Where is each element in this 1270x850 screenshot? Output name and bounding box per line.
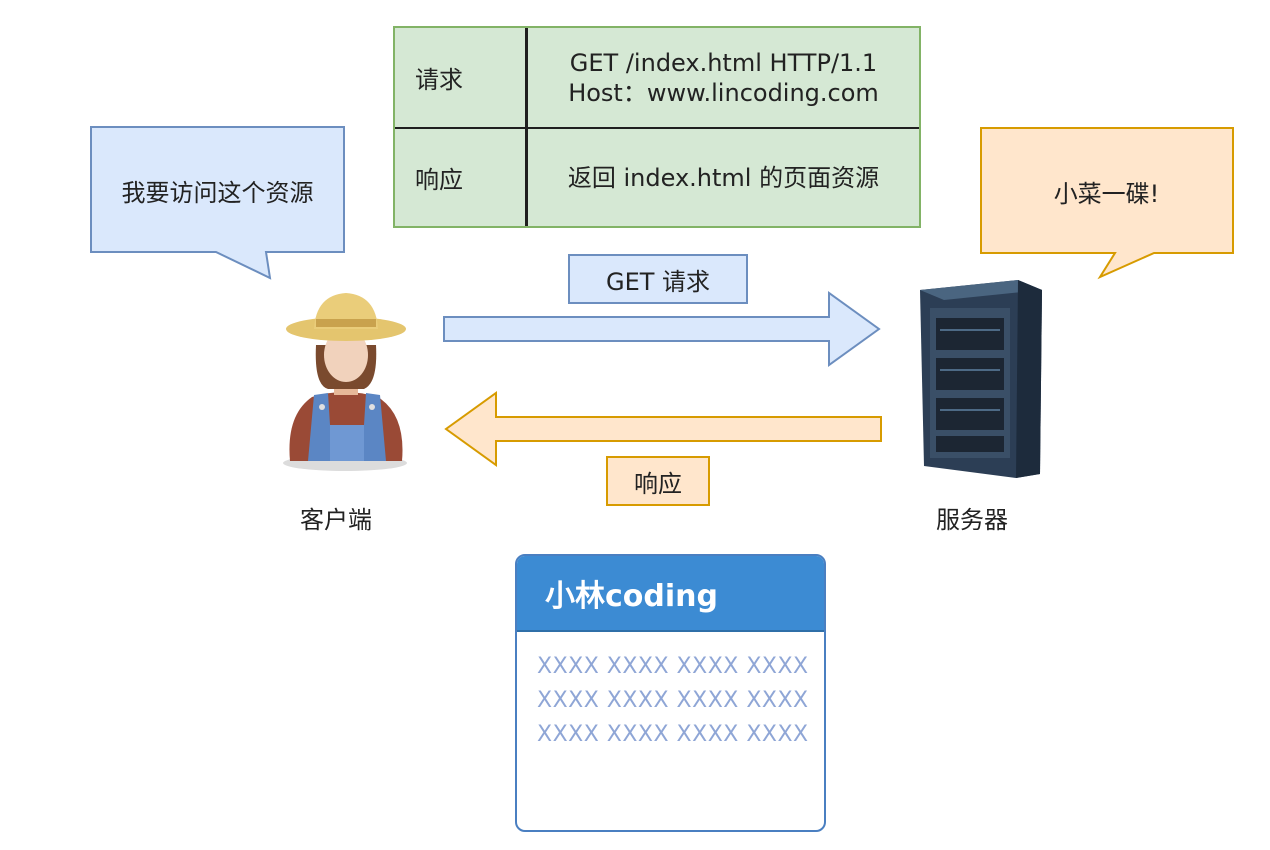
web-page-card: 小林coding XXXX XXXX XXXX XXXX XXXX XXXX X… [515,554,826,832]
client-bubble-text: 我要访问这个资源 [121,178,314,207]
request-row-label: 请求 [415,66,463,94]
page-card-line: XXXX XXXX XXXX XXXX [537,688,809,713]
page-card-line: XXXX XXXX XXXX XXXX [537,654,809,679]
page-card-content: XXXX XXXX XXXX XXXX XXXX XXXX XXXX XXXX … [517,632,824,752]
response-arrow [444,391,882,467]
client-label: 客户端 [300,506,372,534]
page-card-title: 小林coding [517,556,824,632]
response-row-label: 响应 [415,166,463,194]
server-rack-icon [920,280,1042,478]
response-label: 响应 [606,456,710,506]
client-speech-bubble [90,126,345,280]
farmer-icon [283,293,407,471]
table-row-divider [395,127,919,129]
request-arrow [443,291,881,367]
request-line: GET /index.html HTTP/1.1 [569,48,878,77]
request-row-content: GET /index.html HTTP/1.1 Host：www.lincod… [528,28,919,127]
response-row-content: 返回 index.html 的页面资源 [567,163,880,192]
request-label: GET 请求 [568,254,748,304]
server-speech-bubble [980,127,1234,280]
http-message-table: 请求 GET /index.html HTTP/1.1 Host：www.lin… [393,26,921,228]
page-card-line: XXXX XXXX XXXX XXXX [537,722,809,747]
request-host-line: Host：www.lincoding.com [568,78,879,107]
server-bubble-text: 小菜一碟! [1053,179,1160,208]
server-label: 服务器 [936,506,1008,534]
